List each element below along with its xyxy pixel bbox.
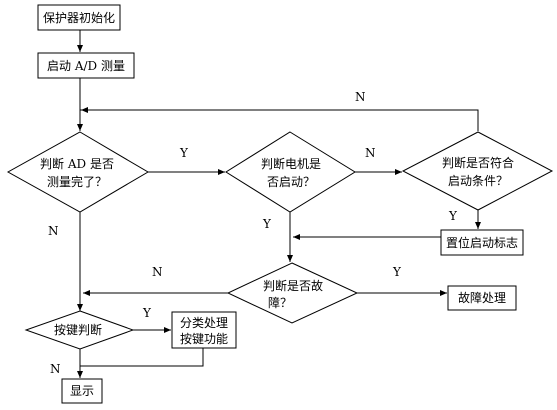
decision-motor-line1: 判断电机是 (261, 156, 321, 171)
node-set-flag: 置位启动标志 (440, 229, 524, 256)
decision-startcond-line1: 判断是否符合 (442, 155, 514, 170)
node-display: 显示 (61, 378, 103, 404)
node-start-ad-label: 启动 A/D 测量 (47, 59, 125, 73)
decision-key: 按键判断 (24, 310, 135, 350)
node-key-func-line2: 按键功能 (180, 332, 228, 346)
node-key-func-line1: 分类处理 (180, 316, 228, 330)
node-start-ad: 启动 A/D 测量 (37, 52, 135, 79)
edge-labels: N Y N Y Y N N Y Y N (48, 90, 458, 376)
decision-key-label: 按键判断 (54, 322, 102, 337)
label-fault-no: N (152, 265, 163, 279)
decision-fault-line2: 障？ (268, 295, 292, 310)
decision-startcond-line2: 启动条件？ (448, 174, 508, 188)
decision-start-condition: 判断是否符合 启动条件？ (401, 131, 554, 211)
node-fault-handle-label: 故障处理 (458, 290, 506, 305)
label-startcond-yes: Y (448, 209, 458, 223)
decision-fault: 判断是否故 障？ (226, 262, 359, 324)
label-motor-yes: Y (262, 217, 272, 231)
decision-ad-done-line1: 判断 AD 是否 (40, 156, 114, 171)
label-fault-yes: Y (392, 265, 402, 279)
label-key-no: N (50, 362, 61, 376)
edge-startcond-no-loop (80, 109, 479, 131)
node-init-label: 保护器初始化 (43, 11, 115, 25)
decision-fault-line1: 判断是否故 (263, 278, 323, 293)
label-startcond-no: N (355, 90, 366, 104)
decision-motor-started: 判断电机是 否启动？ (225, 131, 356, 213)
node-fault-handle: 故障处理 (447, 285, 517, 311)
node-key-func: 分类处理 按键功能 (171, 311, 237, 349)
label-motor-no: N (365, 146, 376, 160)
node-init: 保护器初始化 (37, 4, 121, 31)
label-key-yes: Y (142, 306, 152, 320)
decision-ad-done: 判断 AD 是否 测量完了？ (6, 131, 149, 213)
connectors (77, 30, 481, 378)
node-set-flag-label: 置位启动标志 (446, 235, 518, 250)
label-ad-yes: Y (179, 146, 189, 160)
label-ad-no: N (48, 224, 59, 238)
decision-motor-line2: 否启动？ (267, 175, 315, 189)
edge-keyfunc-to-display (80, 348, 204, 367)
node-display-label: 显示 (70, 384, 94, 398)
decision-ad-done-line2: 测量完了？ (47, 174, 107, 189)
